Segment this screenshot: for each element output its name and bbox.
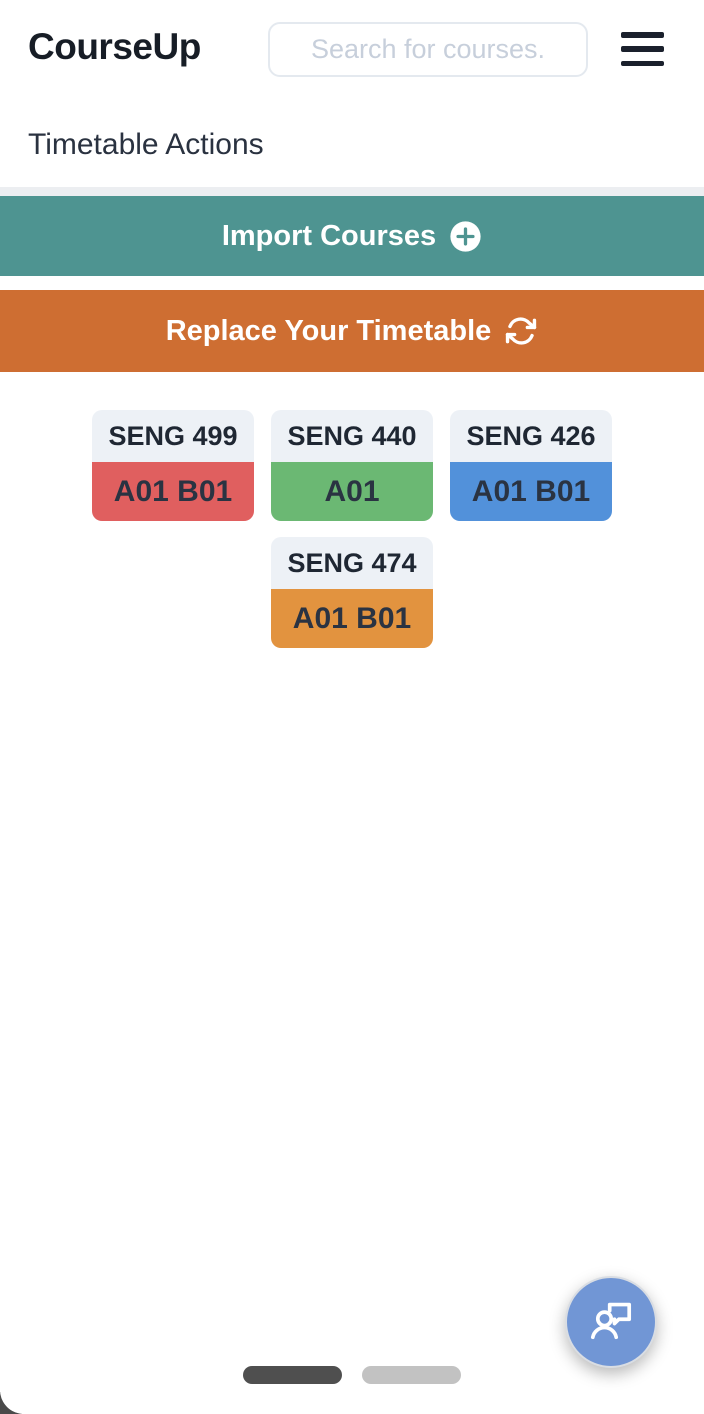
course-sections: A01 B01 bbox=[92, 462, 254, 521]
import-courses-label: Import Courses bbox=[221, 219, 437, 252]
app-logo[interactable]: CourseUp bbox=[28, 26, 201, 67]
course-sections: A01 B01 bbox=[450, 462, 612, 521]
course-card-seng-499[interactable]: SENG 499 A01 B01 bbox=[92, 410, 254, 521]
import-courses-button[interactable]: Import Courses bbox=[0, 196, 704, 276]
section-divider bbox=[0, 187, 704, 196]
section-title: Timetable Actions bbox=[28, 128, 264, 161]
course-cards-row: SENG 474 A01 B01 bbox=[0, 537, 704, 648]
course-card-seng-474[interactable]: SENG 474 A01 B01 bbox=[271, 537, 433, 648]
replace-timetable-button[interactable]: Replace Your Timetable bbox=[0, 290, 704, 372]
page-pill-inactive[interactable] bbox=[362, 1366, 461, 1384]
hamburger-bar bbox=[621, 60, 664, 66]
search-input[interactable] bbox=[268, 22, 588, 77]
course-code: SENG 474 bbox=[271, 537, 433, 589]
course-sections: A01 bbox=[271, 462, 433, 521]
hamburger-bar bbox=[621, 46, 664, 52]
hamburger-bar bbox=[621, 32, 664, 38]
course-sections: A01 B01 bbox=[271, 589, 433, 648]
repeat-icon bbox=[504, 314, 538, 348]
page-pill-active[interactable] bbox=[243, 1366, 342, 1384]
course-cards-row: SENG 499 A01 B01 SENG 440 A01 SENG 426 A… bbox=[0, 410, 704, 521]
plus-circle-icon bbox=[449, 220, 482, 253]
feedback-fab-button[interactable] bbox=[565, 1276, 657, 1368]
course-code: SENG 499 bbox=[92, 410, 254, 462]
course-code: SENG 426 bbox=[450, 410, 612, 462]
course-card-seng-426[interactable]: SENG 426 A01 B01 bbox=[450, 410, 612, 521]
course-code: SENG 440 bbox=[271, 410, 433, 462]
replace-timetable-label: Replace Your Timetable bbox=[165, 314, 492, 347]
course-card-seng-440[interactable]: SENG 440 A01 bbox=[271, 410, 433, 521]
page-indicator bbox=[0, 1366, 704, 1384]
hamburger-menu-icon[interactable] bbox=[621, 32, 664, 66]
feedback-person-icon bbox=[585, 1295, 637, 1350]
